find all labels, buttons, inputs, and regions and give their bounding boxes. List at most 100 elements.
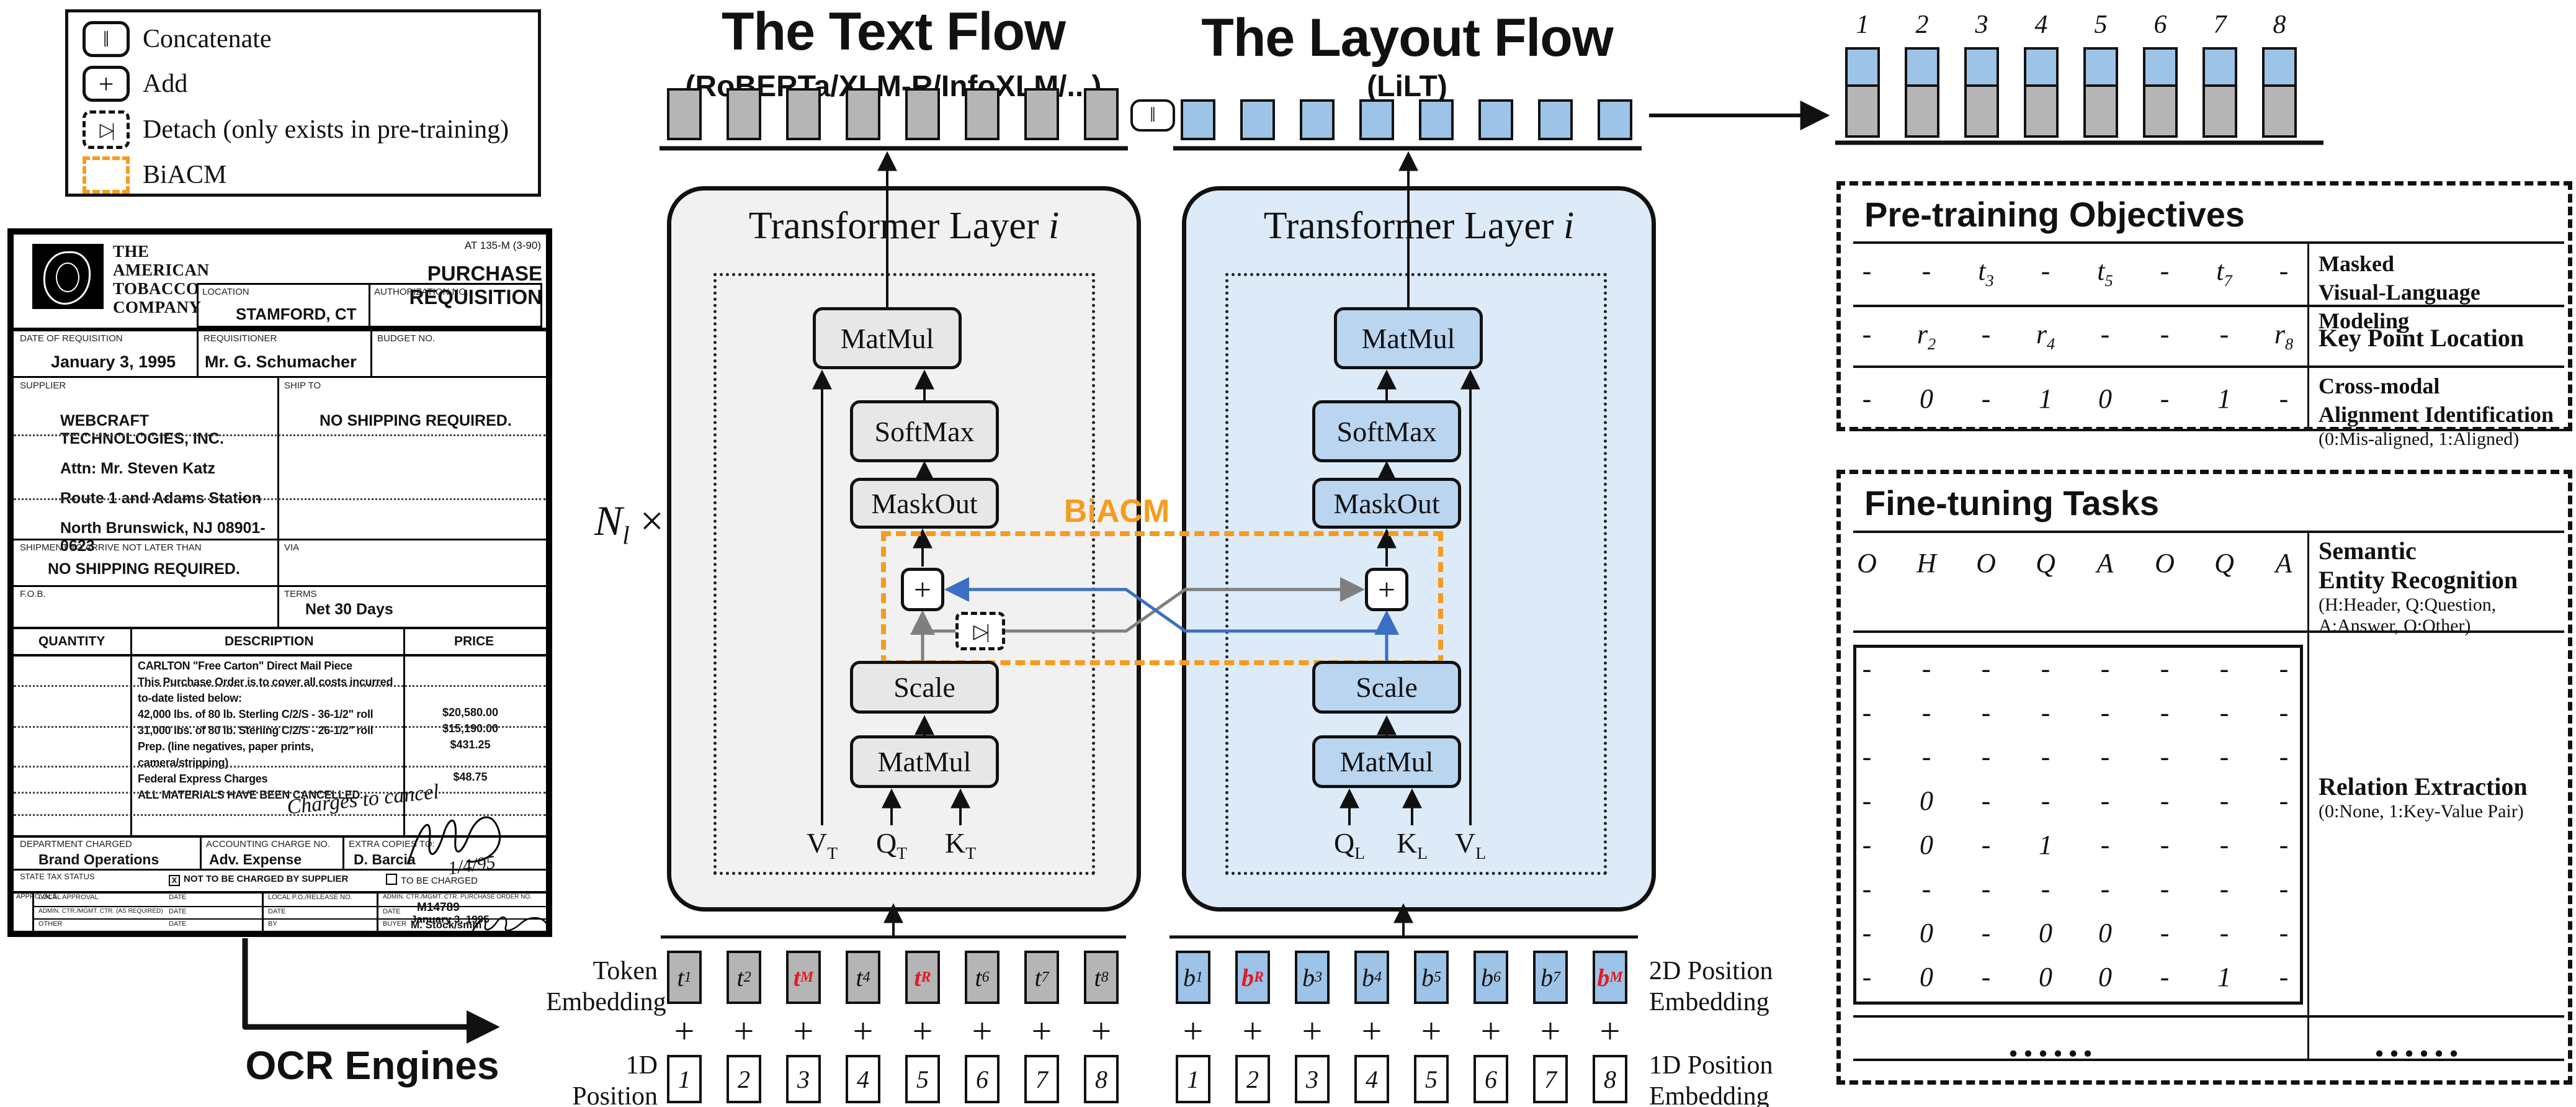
item-price: $431.25: [450, 738, 491, 751]
output-bar-layout-part: [2143, 47, 2178, 87]
item-price: $15,190.00: [442, 722, 499, 735]
supplier-address: WEBCRAFT TECHNOLOGIES, INC. Attn: Mr. Ste…: [60, 412, 277, 567]
output-bar: 1: [1845, 10, 1880, 138]
position1d-box: 3: [786, 1055, 821, 1103]
re-cell: -: [2279, 742, 2289, 772]
objective-cell: -: [2041, 256, 2051, 286]
detach-box: ▷|: [955, 612, 1005, 650]
legend-label-concatenate: Concatenate: [143, 25, 272, 53]
biacm-box: [881, 531, 1443, 665]
item-price: [401, 658, 540, 674]
num-layers-label: Nl ×: [594, 497, 664, 550]
add-glyph: +: [1091, 1011, 1112, 1051]
position1d-box: 6: [965, 1055, 1000, 1103]
re-cell: -: [2160, 742, 2170, 772]
kpl-label: Key Point Location: [2319, 324, 2525, 352]
ser-tag-cell: H: [1916, 548, 1936, 578]
re-cell: -: [2279, 874, 2289, 904]
objective-cell: -: [1921, 256, 1931, 286]
text-output-square: [727, 88, 761, 140]
layout-output-square: [1419, 99, 1454, 140]
layout-softmax: SoftMax: [1312, 400, 1461, 462]
authorization-cell: AUTHORIZATION NO.: [370, 283, 542, 328]
re-cell: -: [1981, 786, 1991, 816]
objective-cell: -: [1862, 383, 1872, 414]
item-price: $20,580.00: [442, 706, 499, 719]
objective-cell: 1: [2217, 383, 2231, 414]
position1d-box: 8: [1084, 1055, 1119, 1103]
supplier-line: Attn: Mr. Steven Katz: [60, 460, 216, 477]
objective-cell: r4: [2036, 319, 2055, 353]
checkbox-checked: X: [169, 875, 180, 886]
add-icon: +: [83, 66, 130, 102]
output-bar-layout-part: [1845, 47, 1880, 87]
text-output-square: [667, 88, 702, 140]
re-cell: -: [2041, 653, 2051, 684]
objective-cell: t3: [1978, 256, 1994, 290]
objective-cell: t7: [2216, 256, 2232, 290]
add-glyph: +: [972, 1011, 993, 1051]
objective-cell: -: [1862, 256, 1872, 286]
re-cell: -: [2041, 742, 2051, 772]
layout-output-square: [1300, 99, 1335, 140]
position1d-box: 7: [1533, 1055, 1568, 1103]
layout-plus-row: ++++++++: [1176, 1010, 1627, 1052]
output-bar-text-part: [2083, 87, 2118, 138]
position1d-box: 4: [1354, 1055, 1389, 1103]
re-row-5: -0-1----: [1849, 829, 2301, 861]
add-glyph: +: [852, 1011, 874, 1051]
re-cell: -: [2160, 962, 2170, 992]
layout-output-row: [1181, 99, 1632, 140]
text-plus-row: ++++++++: [667, 1010, 1119, 1052]
re-cell: -: [1981, 962, 1991, 992]
concatenate-box: ‖: [1130, 99, 1175, 132]
text-output-square: [965, 88, 1000, 140]
re-cell: -: [1981, 742, 1991, 772]
re-cell: -: [2279, 918, 2289, 948]
re-cell: -: [1862, 918, 1872, 948]
output-bar-text-part: [1905, 87, 1939, 138]
supplier-line: WEBCRAFT TECHNOLOGIES, INC.: [60, 412, 224, 447]
re-cell: -: [2100, 874, 2110, 904]
re-label: Relation Extraction (0:None, 1:Key-Value…: [2319, 773, 2528, 822]
ser-tag-cell: O: [1857, 548, 1877, 578]
pretraining-panel: Pre-training Objectives --t3-t5-t7- Mask…: [1836, 181, 2572, 449]
biacm-label: BiACM: [1063, 493, 1170, 529]
company-logo: [32, 244, 104, 309]
re-cell: -: [2160, 874, 2170, 904]
position1d-box: 2: [727, 1055, 761, 1103]
re-cell: -: [1921, 742, 1931, 772]
layout-flow-subtitle: (LiLT): [1367, 70, 1447, 103]
buyer-signature-scribble: [472, 916, 548, 931]
output-bar-index: 6: [2153, 11, 2167, 39]
re-cell: -: [2219, 918, 2229, 948]
re-cell: -: [1921, 874, 1931, 904]
position1d-box: 7: [1024, 1055, 1059, 1103]
re-cell: 0: [1920, 786, 1933, 816]
re-cell: 0: [1920, 830, 1933, 860]
text-k-label: KT: [944, 827, 977, 863]
text-output-square: [1024, 88, 1059, 140]
ser-tag-cell: O: [2155, 548, 2175, 578]
table-row: CARLTON "Free Carton" Direct Mail Piece: [138, 658, 541, 674]
cai-label: Cross-modal Alignment Identification (0:…: [2319, 374, 2554, 449]
re-cell: 0: [2039, 962, 2052, 992]
supplier-line: North Brunswick, NJ 08901-0623: [60, 519, 266, 555]
ser-tag-cell: Q: [2214, 548, 2234, 578]
output-bar-index: 2: [1915, 11, 1929, 39]
re-cell: -: [2041, 874, 2051, 904]
ser-tag-cell: Q: [2036, 548, 2055, 578]
text-v-label: VT: [806, 827, 838, 863]
re-cell: -: [2279, 653, 2289, 684]
text-maskout: MaskOut: [850, 478, 999, 529]
output-bar-layout-part: [2083, 47, 2118, 87]
layout-scale: Scale: [1312, 661, 1461, 714]
